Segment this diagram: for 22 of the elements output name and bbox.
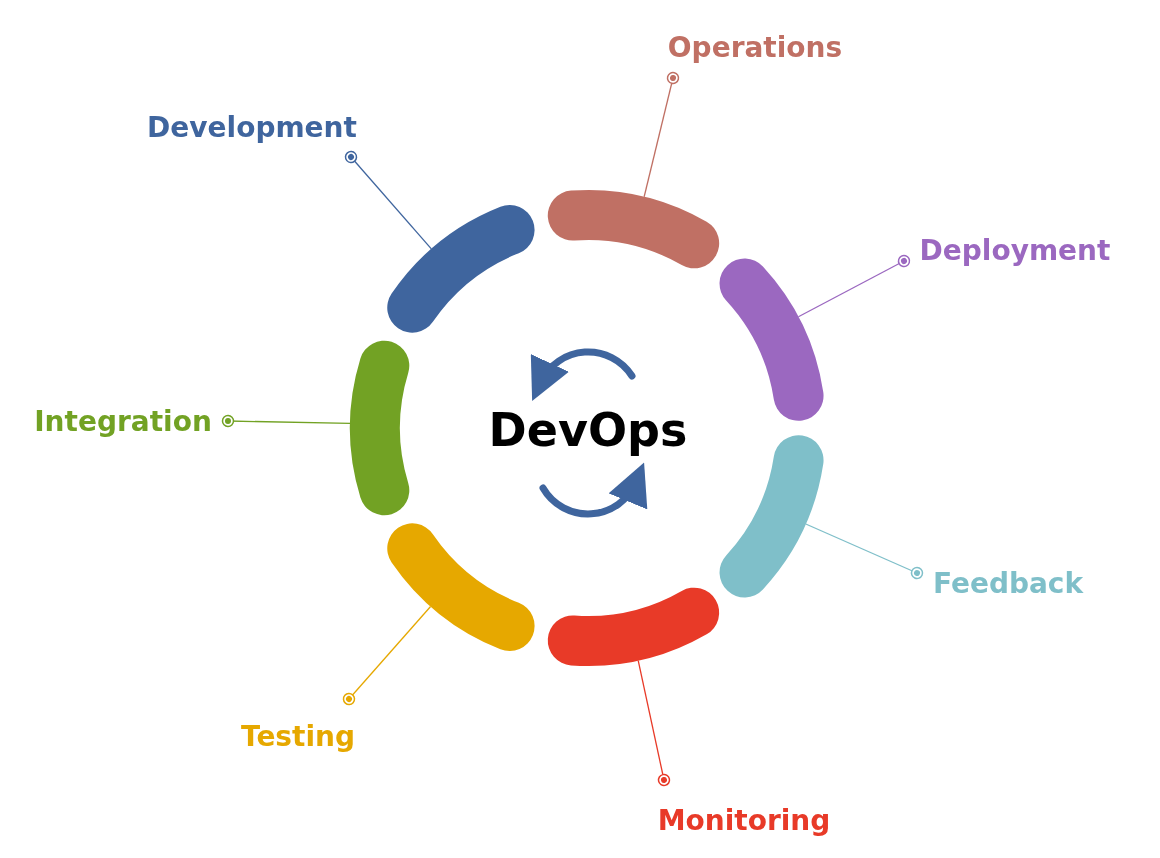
stage-label: Operations (667, 30, 843, 64)
ring-segment (547, 587, 720, 666)
leader-line (344, 150, 432, 250)
stage-label: Feedback (932, 566, 1084, 600)
ring-segment (387, 204, 535, 333)
stage-label: Integration (34, 404, 212, 438)
leader-line (797, 254, 911, 318)
leader-line (342, 605, 432, 706)
ring-segment (547, 190, 720, 269)
stage-label: Testing (241, 719, 355, 753)
leader-line (637, 660, 671, 787)
stage-label: Deployment (919, 233, 1111, 267)
ring-segment (387, 523, 535, 652)
stage-label: Monitoring (657, 803, 831, 837)
center-title: DevOps (488, 403, 688, 457)
ring-segment (350, 340, 410, 516)
stage-label: Development (147, 110, 357, 144)
ring-segment (719, 258, 824, 421)
ring-segment (719, 435, 824, 598)
leader-line (805, 523, 924, 580)
leader-line (221, 414, 351, 428)
leader-line (643, 71, 680, 198)
